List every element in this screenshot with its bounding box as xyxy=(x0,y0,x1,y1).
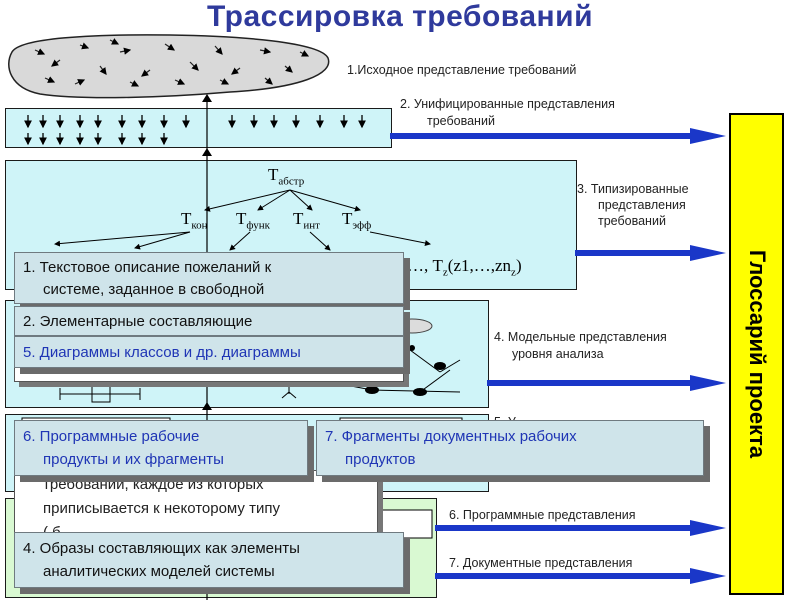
card2-line1: 2. Элементарные составляющие xyxy=(23,313,253,330)
card-analytic-model-images: 4. Образы составляющих как элементы анал… xyxy=(14,532,404,588)
card-text-description: 1. Текстовое описание пожеланий к систем… xyxy=(14,252,404,304)
type-func-label: Тфунк xyxy=(236,209,270,232)
glossary-label: Глоссарий проекта xyxy=(744,249,770,459)
level-3-label-line1: 3. Типизированные xyxy=(577,182,689,196)
type-int-label: Тинт xyxy=(293,209,320,232)
page-title: Трассировка требований xyxy=(206,0,594,33)
card4-line1: 4. Образы составляющих как элементы xyxy=(23,540,300,557)
level-1-label: 1.Исходное представление требований xyxy=(347,63,577,77)
type-root-label: Табстр xyxy=(268,165,305,188)
card7-line1: 7. Фрагменты документных рабочих xyxy=(325,428,577,445)
card3-line1: требований, каждое из которых xyxy=(43,476,264,493)
type-tz-label: …, Тz(z1,…,znz) xyxy=(407,256,522,279)
card1-line2: системе, заданное в свободной xyxy=(43,281,265,298)
card-elementary-components: 2. Элементарные составляющие xyxy=(14,306,404,336)
model-diagram-fragments xyxy=(59,349,461,403)
card3-line2: приписывается к некоторому типу xyxy=(43,500,280,517)
cloud-scattered-arrows xyxy=(34,38,310,87)
level-4-label-line2: уровня анализа xyxy=(512,347,604,361)
glossary-arrows xyxy=(390,128,726,584)
type-tree-edges xyxy=(54,189,431,251)
level-2-label-line1: 2. Унифицированные представления xyxy=(400,97,615,111)
card5-line1: 5. Диаграммы классов и др. диаграммы xyxy=(23,344,301,361)
level-6-label: 6. Программные представления xyxy=(449,508,636,522)
card6-line1: 6. Программные рабочие xyxy=(23,428,200,445)
card-document-fragments: 7. Фрагменты документных рабочих продукт… xyxy=(316,420,704,476)
card7-line2: продуктов xyxy=(345,451,416,468)
type-eff-label: Тэфф xyxy=(342,209,372,232)
project-glossary-box: Глоссарий проекта xyxy=(729,113,784,595)
card1-line1: 1. Текстовое описание пожеланий к xyxy=(23,259,272,276)
level-3-label-line2: представления xyxy=(598,198,686,212)
requirements-cloud-shape xyxy=(8,34,330,99)
level-3-label-line3: требований xyxy=(598,214,666,228)
level-7-label: 7. Документные представления xyxy=(449,556,633,570)
type-kon-label: Ткон xyxy=(181,209,208,232)
card4-line2: аналитических моделей системы xyxy=(43,563,275,580)
card-class-diagrams: 5. Диаграммы классов и др. диаграммы xyxy=(14,336,404,368)
level-4-label-line1: 4. Модельные представления xyxy=(494,330,667,344)
card-program-products: 6. Программные рабочие продукты и их фра… xyxy=(14,420,308,476)
card6-line2: продукты и их фрагменты xyxy=(43,451,224,468)
unified-representation-band xyxy=(5,108,392,148)
unified-down-arrows xyxy=(24,115,366,146)
level-2-label-line2: требований xyxy=(427,114,495,128)
